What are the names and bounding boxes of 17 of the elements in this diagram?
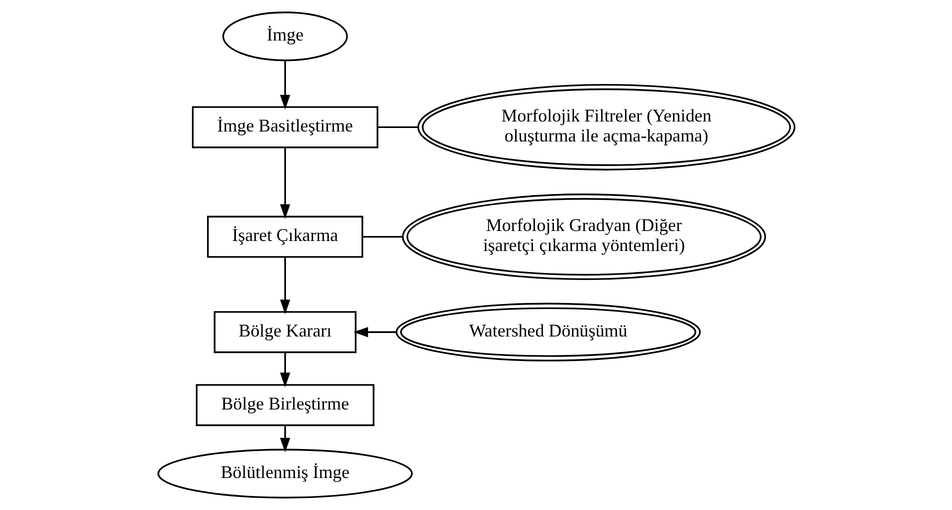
node-ellipse: Watershed Dönüşümü	[395, 302, 700, 362]
arrow	[280, 148, 290, 219]
arrow	[280, 60, 290, 110]
connector	[377, 126, 418, 128]
node-box: İmge Basitleştirme	[191, 106, 378, 148]
node-box: Bölge Kararı	[213, 311, 356, 354]
connector	[362, 236, 402, 238]
arrow	[280, 352, 290, 388]
arrow	[353, 327, 396, 338]
node-ellipse: Bölütlenmiş İmge	[157, 448, 412, 498]
node-ellipse: Morfolojik Filtreler (Yeniden oluşturma ile açma-kapama)	[416, 84, 795, 170]
node-box: Bölge Birleştirme	[195, 384, 374, 426]
arrow	[280, 425, 290, 452]
node-ellipse: Morfolojik Gradyan (Diğer işaretçi çıkarma yöntemleri)	[401, 194, 766, 280]
node-ellipse: İmge	[222, 12, 348, 62]
node-box: İşaret Çıkarma	[206, 216, 363, 258]
arrow	[280, 257, 290, 314]
